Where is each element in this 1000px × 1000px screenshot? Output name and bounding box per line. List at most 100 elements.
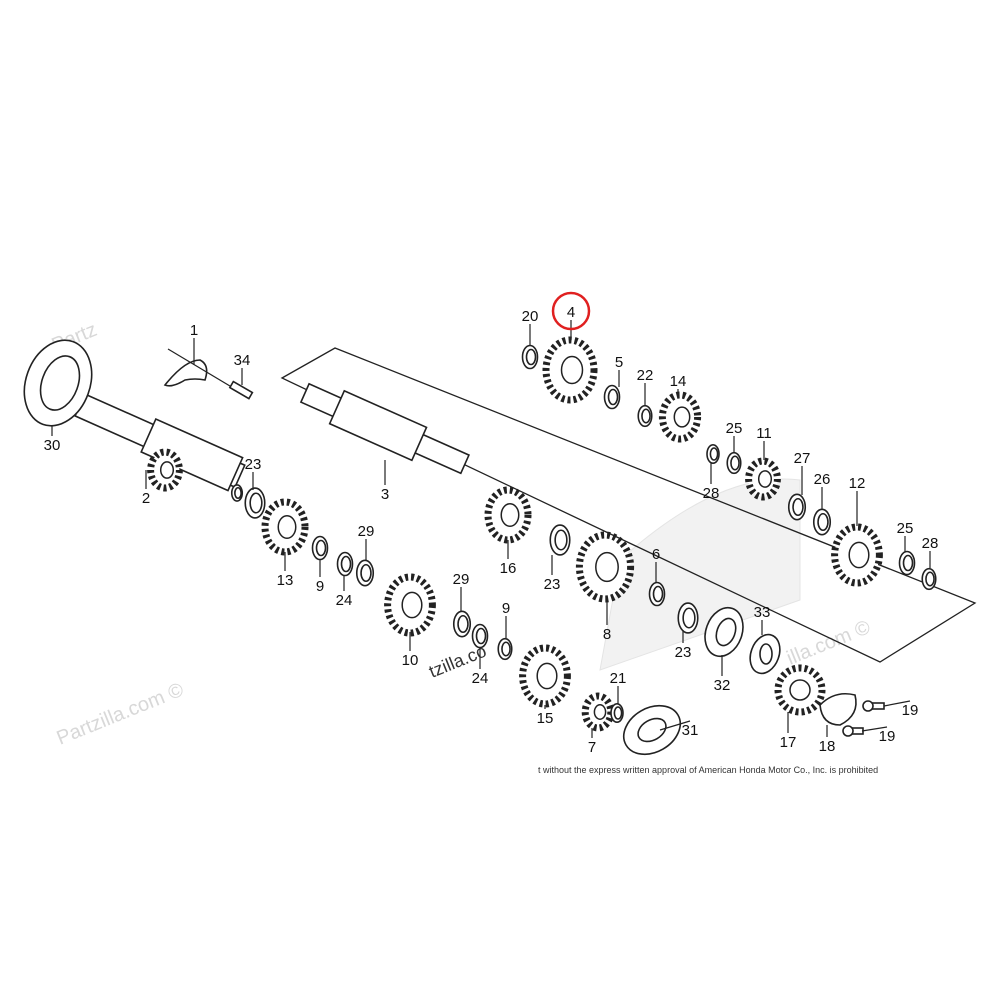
callout-label[interactable]: 14 (670, 373, 687, 390)
callout-label[interactable]: 23 (544, 576, 561, 593)
callout-label[interactable]: 30 (44, 437, 61, 454)
washer-28 (921, 567, 937, 591)
callout-label[interactable]: 13 (277, 572, 294, 589)
callout-label[interactable]: 15 (537, 710, 554, 727)
circlip-29 (452, 610, 472, 638)
callout-label[interactable]: 7 (588, 739, 596, 756)
bushing-9 (311, 535, 329, 561)
washer-25 (726, 451, 742, 475)
gear-8 (575, 531, 635, 603)
callout-label[interactable]: 25 (726, 420, 743, 437)
gear-15 (519, 644, 571, 708)
watermark: Partzilla.com © (54, 679, 187, 750)
washer-28 (706, 443, 720, 464)
bearing-32 (704, 606, 744, 658)
copyright-notice: t without the express written approval o… (538, 765, 878, 775)
callout-label[interactable]: 24 (472, 670, 489, 687)
washer-24 (471, 623, 489, 649)
bearing-31 (622, 704, 682, 756)
callout-label[interactable]: 3 (381, 486, 389, 503)
callout-leader (659, 720, 691, 731)
callout-label[interactable]: 16 (500, 560, 517, 577)
callout-label[interactable]: 1 (190, 322, 198, 339)
callout-label[interactable]: 8 (603, 626, 611, 643)
highlight-ring (551, 291, 591, 331)
gears-group (147, 336, 883, 732)
washer-23 (549, 524, 571, 556)
callout-label[interactable]: 32 (714, 677, 731, 694)
callout-label[interactable]: 11 (756, 425, 772, 442)
shift-fork (163, 359, 208, 387)
bushing-5 (603, 384, 621, 410)
subassembly-frame (280, 347, 977, 663)
callout-label[interactable]: 9 (502, 600, 510, 617)
callout-label[interactable]: 29 (453, 571, 470, 588)
honda-logo-watermark (599, 478, 801, 671)
callout-label[interactable]: 22 (637, 367, 654, 384)
bearing-30 (23, 339, 93, 427)
callout-label[interactable]: 18 (819, 738, 836, 755)
washer-23 (244, 487, 266, 519)
callout-label[interactable]: 28 (922, 535, 939, 552)
gear-7 (581, 692, 615, 732)
callout-label[interactable]: 27 (794, 450, 811, 467)
callout-label[interactable]: 24 (336, 592, 353, 609)
callout-label[interactable]: 20 (522, 308, 539, 325)
washer-21 (610, 702, 624, 723)
callout-label[interactable]: 25 (897, 520, 914, 537)
gear-11 (745, 457, 781, 501)
fixing-plate (819, 692, 857, 726)
callout-label[interactable]: 9 (316, 578, 324, 595)
callout-label[interactable]: 33 (754, 604, 771, 621)
collar (230, 484, 244, 502)
callout-label[interactable]: 21 (610, 670, 627, 687)
washer-23 (677, 602, 699, 634)
callout-label[interactable]: 12 (849, 475, 866, 492)
drive-sprocket (774, 664, 826, 716)
bushing-9 (497, 637, 513, 661)
rings-group (230, 344, 937, 723)
gear-16 (484, 486, 532, 544)
callout-label[interactable]: 29 (358, 523, 375, 540)
callout-leader (883, 700, 911, 707)
gear-10 (384, 573, 436, 637)
washer-24 (336, 551, 354, 577)
callout-label[interactable]: 6 (652, 546, 660, 563)
callout-label[interactable]: 19 (902, 702, 919, 719)
callout-label[interactable]: 28 (703, 485, 720, 502)
callout-label[interactable]: 23 (245, 456, 262, 473)
watermark: illa.com © (784, 616, 874, 669)
callout-label[interactable]: 23 (675, 644, 692, 661)
gear-mainshaft (147, 448, 183, 492)
mainshaft (74, 392, 246, 492)
gear-14 (658, 391, 702, 443)
bolt (228, 380, 254, 400)
callout-label[interactable]: 5 (615, 354, 623, 371)
washer-26 (812, 508, 832, 536)
callout-label[interactable]: 2 (142, 490, 150, 507)
callout-leader (861, 726, 888, 732)
bushing-27 (787, 493, 807, 521)
bearing-33 (749, 633, 781, 675)
callout-label[interactable]: 17 (780, 734, 797, 751)
callout-label[interactable]: 19 (879, 728, 896, 745)
callout-label[interactable]: 31 (682, 722, 699, 739)
washer-20 (521, 344, 539, 370)
gear-13 (261, 498, 309, 556)
gear-12 (831, 523, 883, 587)
bolt-19 (862, 700, 885, 712)
callout-label[interactable]: 4 (567, 304, 575, 321)
callout-label[interactable]: 10 (402, 652, 419, 669)
washer-22 (637, 404, 653, 428)
callout-label[interactable]: 34 (234, 352, 251, 369)
circlip-29 (355, 559, 375, 587)
gear-4 (542, 336, 598, 404)
callout-label[interactable]: 26 (814, 471, 831, 488)
bushing-6 (648, 581, 666, 607)
bolt-19 (842, 725, 864, 737)
countershaft (299, 382, 470, 475)
washer-25 (898, 550, 916, 576)
